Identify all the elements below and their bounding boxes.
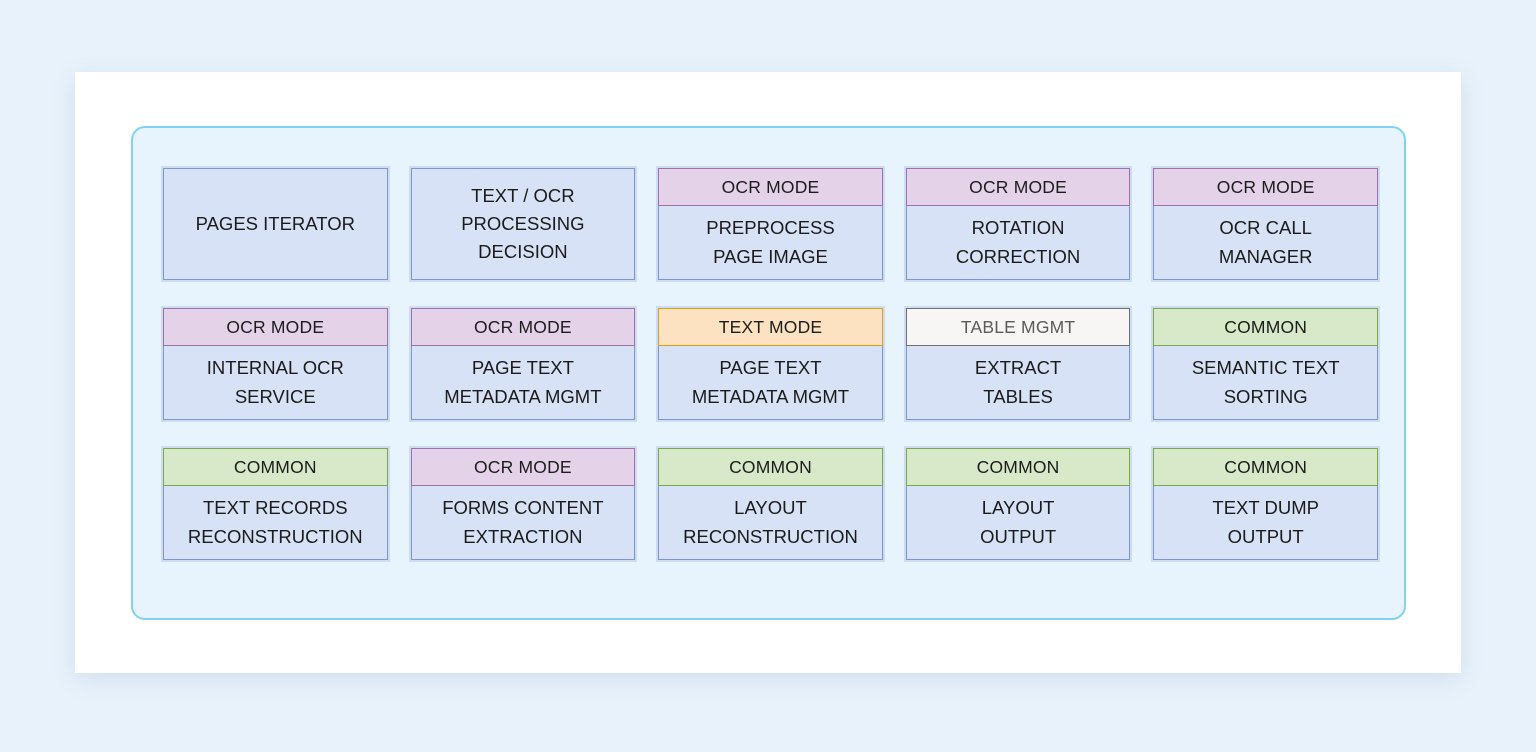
module-box[interactable]: TEXT MODE PAGE TEXT METADATA MGMT [658, 308, 883, 420]
module-body-line: PAGE IMAGE [713, 245, 828, 267]
module-header-label: OCR MODE [410, 308, 636, 346]
module-body-line: EXTRACTION [463, 525, 583, 547]
module-body-label: EXTRACT TABLES [907, 346, 1130, 419]
module-body-line: PAGE TEXT [719, 357, 822, 379]
module-header-label: COMMON [905, 448, 1131, 486]
module-header-label: COMMON [1153, 308, 1378, 346]
module-body-line: PAGES ITERATOR [195, 212, 355, 234]
module-body-line: SORTING [1223, 385, 1308, 407]
module-box[interactable]: COMMON LAYOUT OUTPUT [905, 448, 1131, 560]
module-box[interactable]: OCR MODE FORMS CONTENT EXTRACTION [410, 448, 636, 560]
module-box[interactable]: COMMON TEXT RECORDS RECONSTRUCTION [163, 448, 388, 560]
module-body-line: SEMANTIC TEXT [1191, 357, 1340, 379]
module-body-line: TEXT RECORDS [202, 497, 348, 519]
module-body-line: PROCESSING [461, 212, 585, 234]
module-box[interactable]: OCR MODE PREPROCESS PAGE IMAGE [658, 168, 883, 280]
module-header-label: COMMON [1153, 448, 1378, 486]
module-body-line: INTERNAL OCR [206, 357, 344, 379]
module-body-line: CORRECTION [955, 245, 1081, 267]
module-box[interactable]: COMMON TEXT DUMP OUTPUT [1153, 448, 1378, 560]
module-body-line: SERVICE [234, 385, 316, 407]
module-body-label: OCR CALL MANAGER [1154, 206, 1377, 279]
module-box[interactable]: OCR MODE ROTATION CORRECTION [905, 168, 1131, 280]
module-body-label: SEMANTIC TEXT SORTING [1154, 346, 1377, 419]
module-body-line: RECONSTRUCTION [187, 525, 363, 547]
module-header-label: TEXT MODE [658, 308, 883, 346]
module-body-line: TEXT / OCR [471, 184, 575, 206]
module-body-label: FORMS CONTENT EXTRACTION [412, 486, 635, 559]
module-body-line: LAYOUT [981, 497, 1055, 519]
module-body-line: EXTRACT [974, 357, 1062, 379]
module-body-line: PAGE TEXT [471, 357, 574, 379]
module-body-label: PAGE TEXT METADATA MGMT [659, 346, 882, 419]
module-header-label: OCR MODE [905, 168, 1131, 206]
module-box[interactable]: COMMON SEMANTIC TEXT SORTING [1153, 308, 1378, 420]
module-body-line: OUTPUT [980, 525, 1057, 547]
module-body-line: OUTPUT [1227, 525, 1304, 547]
module-header-label: OCR MODE [163, 308, 388, 346]
module-box[interactable]: OCR MODE PAGE TEXT METADATA MGMT [410, 308, 636, 420]
module-box[interactable]: TEXT / OCR PROCESSING DECISION [410, 168, 636, 280]
module-body-line: TABLES [983, 385, 1053, 407]
module-header-label: COMMON [658, 448, 883, 486]
module-box[interactable]: COMMON LAYOUT RECONSTRUCTION [658, 448, 883, 560]
module-body-label: INTERNAL OCR SERVICE [164, 346, 387, 419]
module-body-line: ROTATION [971, 217, 1065, 239]
module-body-label: PAGE TEXT METADATA MGMT [412, 346, 635, 419]
module-body-line: LAYOUT [734, 497, 807, 519]
module-box[interactable]: OCR MODE OCR CALL MANAGER [1153, 168, 1378, 280]
module-body-line: PREPROCESS [706, 217, 835, 239]
module-header-label: COMMON [163, 448, 388, 486]
module-body-label: TEXT DUMP OUTPUT [1154, 486, 1377, 559]
diagram-frame: PAGES ITERATOR TEXT / OCR PROCESSING DECISI… [131, 126, 1406, 620]
module-grid: PAGES ITERATOR TEXT / OCR PROCESSING DECISI… [163, 168, 1378, 560]
module-box[interactable]: TABLE MGMT EXTRACT TABLES [905, 308, 1131, 420]
page-card: PAGES ITERATOR TEXT / OCR PROCESSING DECISI… [75, 72, 1461, 673]
module-box[interactable]: OCR MODE INTERNAL OCR SERVICE [163, 308, 388, 420]
module-header-label: TABLE MGMT [905, 308, 1131, 346]
module-body-label: PAGES ITERATOR [164, 169, 387, 279]
module-body-label: LAYOUT RECONSTRUCTION [659, 486, 882, 559]
module-body-label: ROTATION CORRECTION [907, 206, 1130, 279]
module-body-label: LAYOUT OUTPUT [907, 486, 1130, 559]
module-body-line: FORMS CONTENT [442, 497, 604, 519]
module-body-label: TEXT / OCR PROCESSING DECISION [412, 169, 635, 279]
module-header-label: OCR MODE [410, 448, 636, 486]
module-body-line: TEXT DUMP [1212, 497, 1319, 519]
module-body-line: METADATA MGMT [691, 385, 850, 407]
module-body-line: RECONSTRUCTION [683, 525, 858, 547]
module-body-line: MANAGER [1218, 245, 1313, 267]
module-header-label: OCR MODE [658, 168, 883, 206]
module-body-line: OCR CALL [1219, 217, 1312, 239]
module-header-label: OCR MODE [1153, 168, 1378, 206]
module-box[interactable]: PAGES ITERATOR [163, 168, 388, 280]
module-body-label: PREPROCESS PAGE IMAGE [659, 206, 882, 279]
module-body-line: METADATA MGMT [444, 385, 602, 407]
module-body-line: DECISION [478, 241, 568, 263]
module-body-label: TEXT RECORDS RECONSTRUCTION [164, 486, 387, 559]
